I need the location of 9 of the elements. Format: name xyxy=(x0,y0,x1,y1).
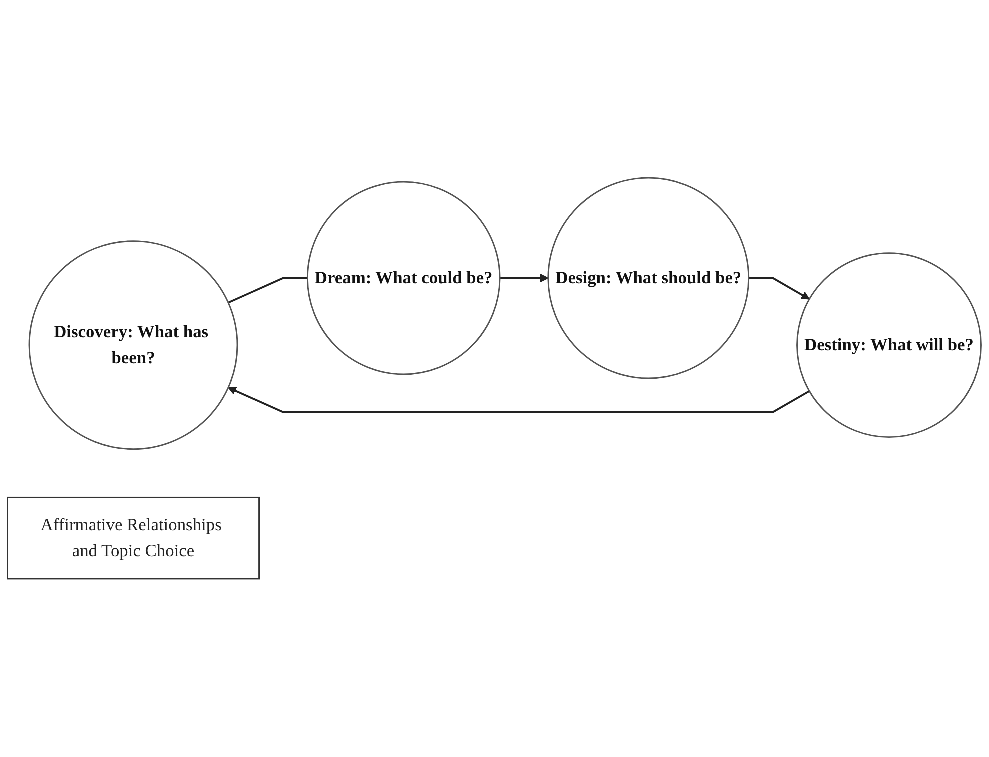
arrow xyxy=(228,387,810,414)
node-circle: Discovery: What has been? xyxy=(28,240,238,450)
node-circle: Dream: What could be? xyxy=(306,181,501,376)
node-circle: Design: What should be? xyxy=(548,177,750,380)
arrow xyxy=(500,274,549,283)
node-circle: Destiny: What will be? xyxy=(796,252,982,438)
arrow xyxy=(748,277,810,300)
connector xyxy=(228,277,308,304)
node-box: Affirmative Relationships and Topic Choice xyxy=(7,496,260,580)
